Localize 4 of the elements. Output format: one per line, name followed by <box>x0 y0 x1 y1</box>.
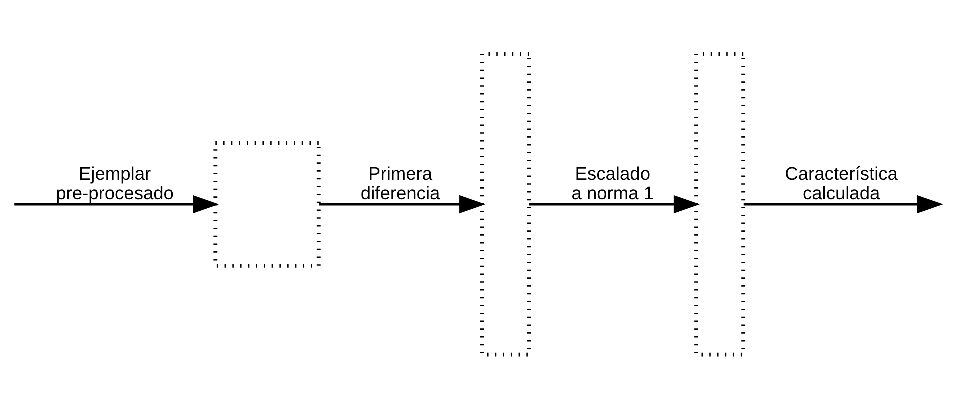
edge-label: Ejemplar pre-procesado <box>56 162 174 204</box>
edge-label: Primera diferencia <box>360 162 440 204</box>
edge-label: Escalado a norma 1 <box>572 162 654 204</box>
edge-label: Característica calculada <box>785 162 898 204</box>
